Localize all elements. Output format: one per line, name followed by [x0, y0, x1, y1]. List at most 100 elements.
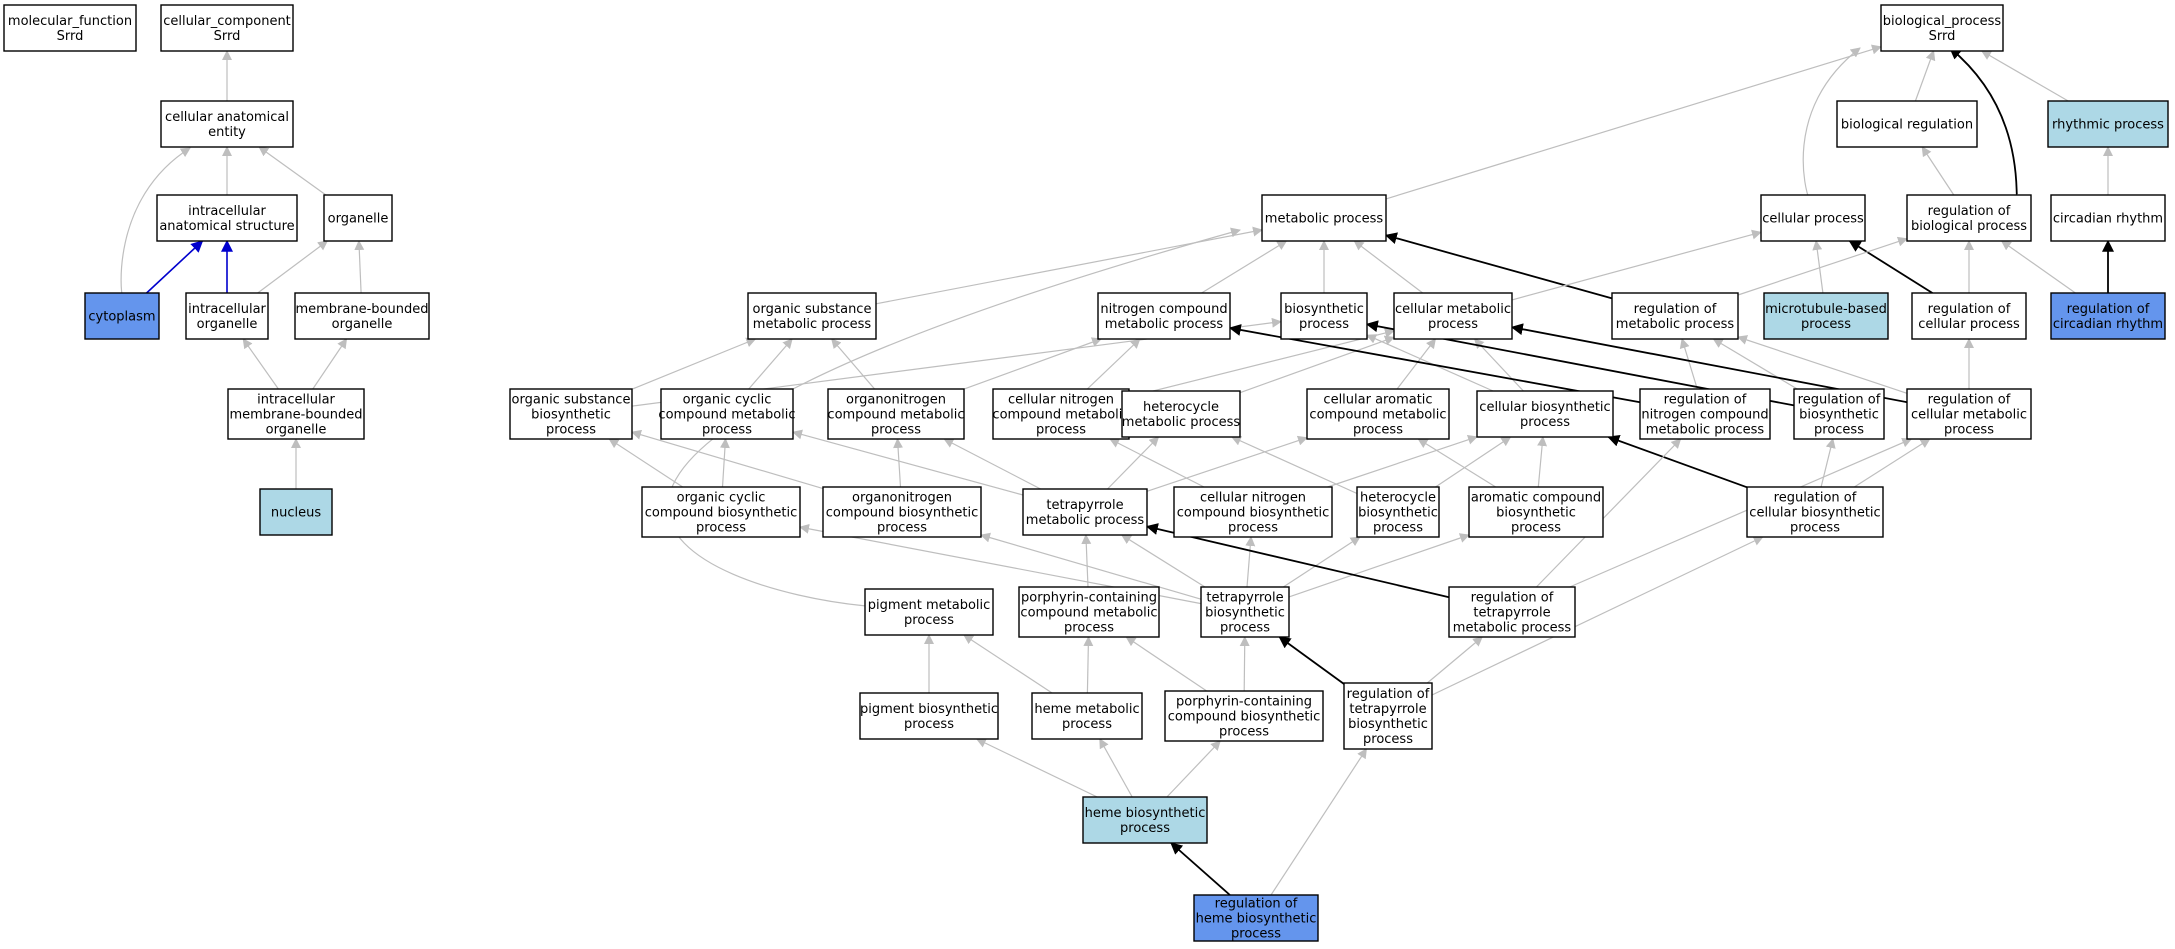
term-box[interactable]: [227, 388, 365, 440]
term-box[interactable]: [2047, 100, 2169, 148]
term-box[interactable]: [747, 292, 877, 340]
term-box[interactable]: [323, 194, 393, 242]
term-box[interactable]: [859, 692, 999, 740]
term-box[interactable]: [1173, 486, 1333, 538]
term-node-breg[interactable]: biological regulation: [1836, 100, 1978, 148]
term-box[interactable]: [1306, 388, 1450, 440]
term-box[interactable]: [1097, 292, 1231, 340]
term-box[interactable]: [641, 486, 801, 538]
term-box[interactable]: [1448, 586, 1576, 638]
term-box[interactable]: [1280, 292, 1368, 340]
term-node-nuc[interactable]: nucleus: [259, 488, 333, 536]
term-node-circ[interactable]: circadian rhythm: [2050, 194, 2166, 242]
term-box[interactable]: [1031, 692, 1143, 740]
term-box[interactable]: [864, 588, 994, 636]
term-box[interactable]: [160, 100, 294, 148]
term-box[interactable]: [1200, 586, 1290, 638]
term-box[interactable]: [822, 486, 982, 538]
term-node-cellp[interactable]: cellular process: [1760, 194, 1866, 242]
term-node-cyto[interactable]: cytoplasm: [84, 292, 160, 340]
term-box[interactable]: [1611, 292, 1739, 340]
term-box[interactable]: [1082, 796, 1208, 844]
term-node-met[interactable]: metabolic process: [1261, 194, 1387, 242]
term-box[interactable]: [1880, 4, 2004, 52]
term-box[interactable]: [1356, 486, 1440, 538]
term-box[interactable]: [84, 292, 160, 340]
term-box[interactable]: [1763, 292, 1889, 340]
term-box[interactable]: [3, 4, 137, 52]
term-node-rtbp[interactable]: regulation oftetrapyrrolebiosyntheticpro…: [1343, 682, 1433, 750]
term-box[interactable]: [1793, 388, 1885, 440]
term-box[interactable]: [1476, 390, 1614, 438]
term-box[interactable]: [259, 488, 333, 536]
term-box[interactable]: [1193, 894, 1319, 942]
term-box[interactable]: [294, 292, 430, 340]
term-box[interactable]: [1836, 100, 1978, 148]
term-box[interactable]: [160, 4, 294, 52]
term-box[interactable]: [1746, 486, 1884, 538]
term-box[interactable]: [660, 388, 794, 440]
term-box[interactable]: [156, 194, 298, 242]
term-box[interactable]: [509, 388, 633, 440]
term-box[interactable]: [1164, 690, 1324, 742]
term-box[interactable]: [1343, 682, 1433, 750]
term-box[interactable]: [1906, 388, 2032, 440]
term-box[interactable]: [1121, 390, 1241, 438]
term-node-rhy[interactable]: rhythmic process: [2047, 100, 2169, 148]
term-box[interactable]: [1393, 292, 1513, 340]
term-box[interactable]: [1018, 586, 1160, 638]
term-box[interactable]: [185, 292, 269, 340]
term-box[interactable]: [2050, 194, 2166, 242]
term-box[interactable]: [1261, 194, 1387, 242]
term-box[interactable]: [2050, 292, 2166, 340]
term-box[interactable]: [992, 388, 1130, 440]
term-box[interactable]: [1760, 194, 1866, 242]
term-box[interactable]: [1468, 486, 1604, 538]
term-node-org[interactable]: organelle: [323, 194, 393, 242]
term-box[interactable]: [1639, 388, 1771, 440]
term-box[interactable]: [827, 388, 965, 440]
term-box[interactable]: [1022, 488, 1148, 536]
